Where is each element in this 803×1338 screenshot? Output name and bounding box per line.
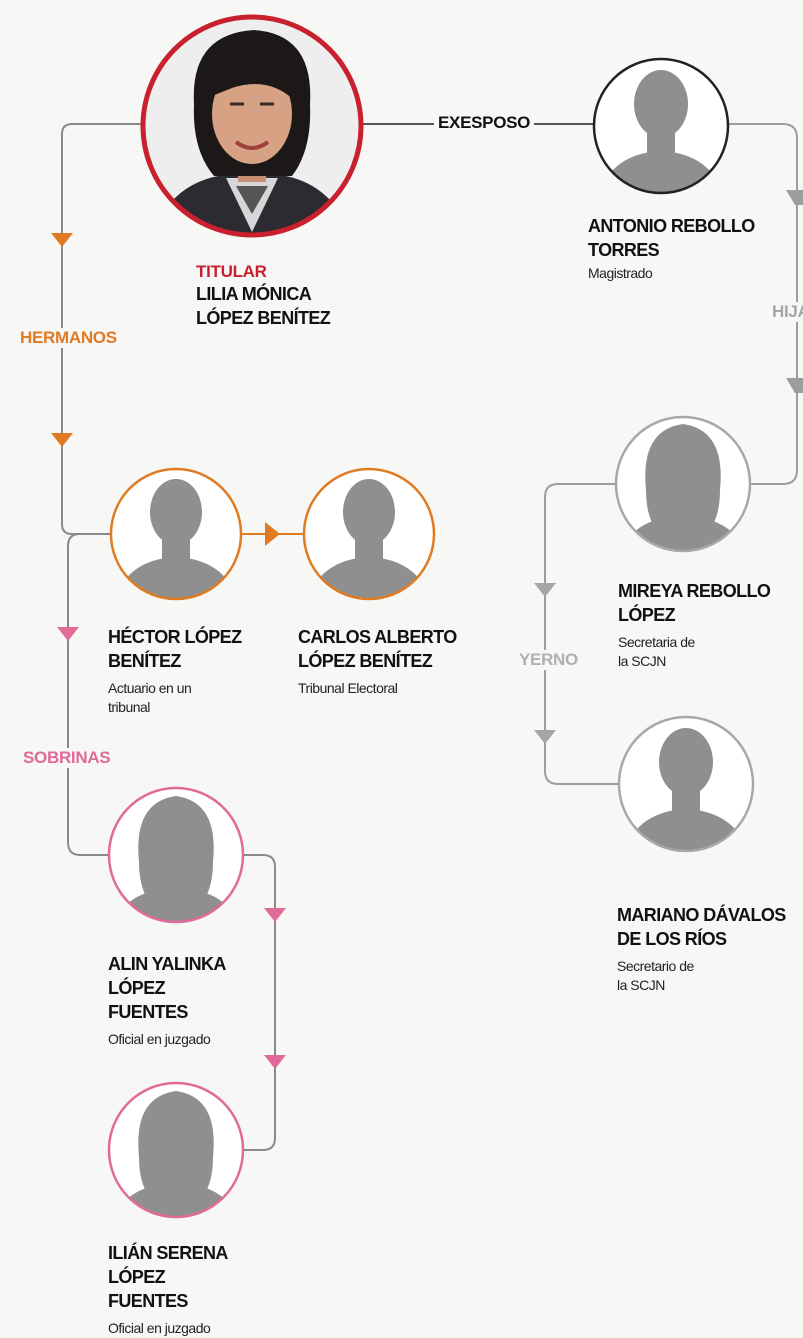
hija-arrow-down-icon-2 <box>786 378 803 393</box>
antonio-name: ANTONIO REBOLLO TORRES <box>588 216 755 260</box>
yerno-line <box>544 483 618 785</box>
hector-info: HÉCTOR LÓPEZ BENÍTEZ Actuario en un trib… <box>108 625 248 717</box>
alin-ilian-line <box>244 854 276 1151</box>
male-silhouette-icon <box>305 479 433 600</box>
antonio-avatar <box>592 57 730 195</box>
hector-avatar <box>109 467 243 601</box>
carlos-name: CARLOS ALBERTO LÓPEZ BENÍTEZ <box>298 627 457 671</box>
male-silhouette-icon <box>112 479 240 600</box>
sobrinas-arrow-down-icon-3 <box>264 1055 286 1069</box>
antonio-info: ANTONIO REBOLLO TORRES Magistrado <box>588 214 758 283</box>
hector-name: HÉCTOR LÓPEZ BENÍTEZ <box>108 627 242 671</box>
ilian-avatar <box>107 1081 245 1219</box>
yerno-arrow-down-icon <box>534 583 556 597</box>
titular-info: TITULAR LILIA MÓNICA LÓPEZ BENÍTEZ <box>196 262 346 330</box>
alin-avatar <box>107 786 245 924</box>
mireya-avatar <box>614 415 752 553</box>
ilian-name: ILIÁN SERENA LÓPEZ FUENTES <box>108 1243 228 1311</box>
titular-role: TITULAR <box>196 262 267 281</box>
mariano-info: MARIANO DÁVALOS DE LOS RÍOS Secretario d… <box>617 903 797 995</box>
alin-name: ALIN YALINKA LÓPEZ FUENTES <box>108 954 226 1022</box>
exesposo-label: EXESPOSO <box>434 113 535 133</box>
male-silhouette-icon <box>596 70 726 194</box>
mariano-desc: Secretario de la SCJN <box>617 958 694 993</box>
female-silhouette-icon <box>109 1091 243 1218</box>
yerno-label: YERNO <box>515 650 582 670</box>
hermanos-arrow-down-icon-2 <box>51 433 73 447</box>
mariano-avatar <box>617 715 755 853</box>
antonio-desc: Magistrado <box>588 265 653 281</box>
sobrinas-label: SOBRINAS <box>19 748 115 768</box>
alin-desc: Oficial en juzgado <box>108 1031 211 1047</box>
ilian-info: ILIÁN SERENA LÓPEZ FUENTES Oficial en ju… <box>108 1241 258 1338</box>
hija-label: HIJA <box>770 302 803 322</box>
carlos-info: CARLOS ALBERTO LÓPEZ BENÍTEZ Tribunal El… <box>298 625 458 698</box>
sobrinas-arrow-down-icon-2 <box>264 908 286 922</box>
hector-desc: Actuario en un tribunal <box>108 680 192 715</box>
hermanos-label: HERMANOS <box>16 328 121 348</box>
arrow-markers <box>51 190 803 1069</box>
titular-photo <box>140 14 364 238</box>
mireya-desc: Secretaria de la SCJN <box>618 634 695 669</box>
mireya-name: MIREYA REBOLLO LÓPEZ <box>618 581 771 625</box>
ilian-desc: Oficial en juzgado <box>108 1320 211 1336</box>
male-silhouette-icon <box>621 728 751 852</box>
siblings-arrow-right-icon <box>265 522 280 546</box>
titular-name: LILIA MÓNICA LÓPEZ BENÍTEZ <box>196 284 331 328</box>
mariano-name: MARIANO DÁVALOS DE LOS RÍOS <box>617 905 786 949</box>
yerno-arrow-down-icon-2 <box>534 730 556 744</box>
female-silhouette-icon <box>616 424 750 552</box>
mireya-info: MIREYA REBOLLO LÓPEZ Secretaria de la SC… <box>618 579 778 671</box>
sobrinas-line <box>67 533 110 856</box>
alin-info: ALIN YALINKA LÓPEZ FUENTES Oficial en ju… <box>108 952 258 1049</box>
sobrinas-arrow-down-icon <box>57 627 79 641</box>
carlos-avatar <box>302 467 436 601</box>
hermanos-arrow-down-icon <box>51 233 73 247</box>
female-silhouette-icon <box>109 796 243 923</box>
carlos-desc: Tribunal Electoral <box>298 680 398 696</box>
hija-arrow-down-icon <box>786 190 803 205</box>
